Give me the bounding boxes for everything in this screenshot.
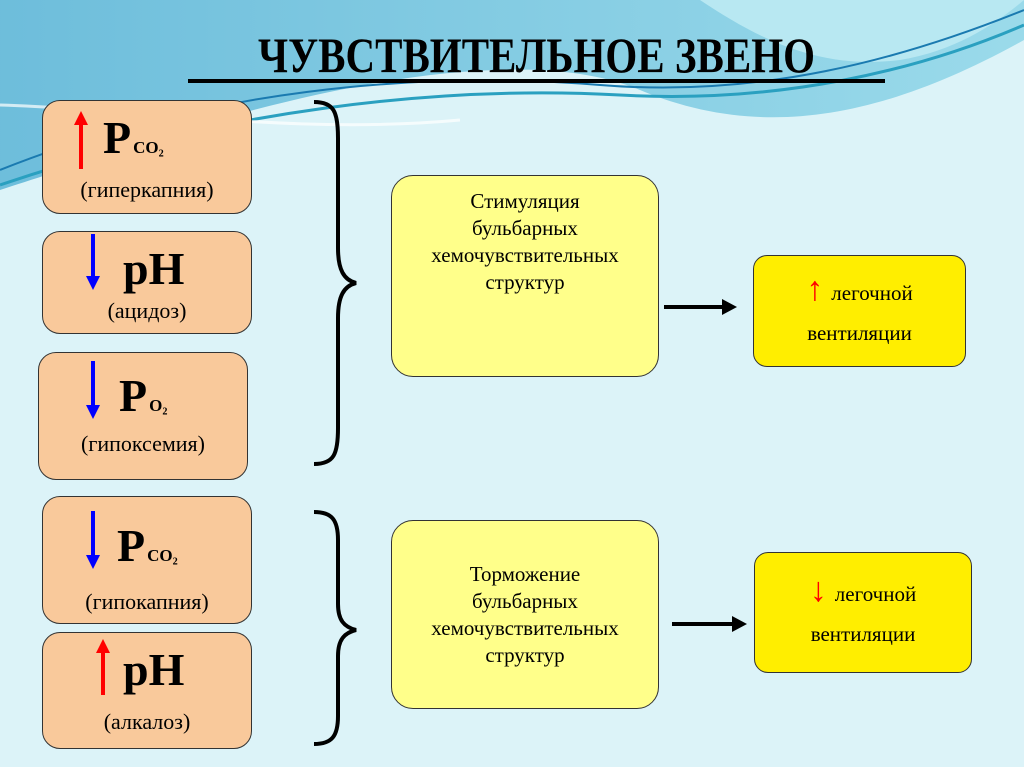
stimulus-note: (гипоксемия)	[81, 431, 205, 456]
down-arrow-icon	[86, 361, 100, 419]
down-arrow-icon: ↓	[809, 572, 827, 609]
right-arrow-icon	[672, 616, 747, 632]
center-text-line: бульбарных	[472, 216, 578, 240]
center-text-line: Стимуляция	[470, 189, 580, 213]
stimulus-note: (гипокапния)	[85, 589, 209, 614]
stimulus-box-ph-low: pH (ацидоз)	[42, 231, 252, 334]
page-title: ЧУВСТВИТЕЛЬНОЕ ЗВЕНО	[257, 27, 816, 83]
up-arrow-icon	[74, 111, 88, 169]
stimulus-symbol: pH	[123, 243, 185, 294]
stimulation-box: Стимуляция бульбарных хемочувствительных…	[391, 175, 659, 377]
stimulus-note: (ацидоз)	[107, 298, 187, 323]
ventilation-decrease-box: ↓ легочной вентиляции	[754, 552, 972, 673]
stimulus-note: (гиперкапния)	[80, 177, 214, 202]
stimulus-symbol: pH	[123, 644, 185, 695]
right-arrow-icon	[664, 299, 737, 315]
center-text-line: структур	[485, 270, 565, 294]
right-brace-icon	[313, 100, 357, 466]
stimulus-subscript: CO₂	[147, 546, 178, 565]
up-arrow-icon: ↑	[806, 271, 824, 308]
center-text-line: структур	[485, 642, 565, 667]
stimulus-note: (алкалоз)	[103, 709, 191, 734]
center-text-line: хемочувствительных	[431, 243, 619, 267]
right-brace-icon	[313, 510, 357, 746]
stimulus-subscript: O₂	[149, 396, 168, 415]
stimulus-symbol: P	[117, 520, 146, 571]
center-text-line: бульбарных	[472, 588, 578, 613]
down-arrow-icon	[86, 234, 100, 290]
result-text-line: вентиляции	[807, 321, 912, 345]
inhibition-box: Торможение бульбарных хемочувствительных…	[391, 520, 659, 709]
title-underline	[188, 79, 885, 83]
stimulus-symbol: P	[119, 370, 148, 421]
up-arrow-icon	[96, 639, 110, 695]
ventilation-increase-box: ↑ легочной вентиляции	[753, 255, 966, 367]
stimulus-box-ph-high: pH (алкалоз)	[42, 632, 252, 749]
result-text-line: легочной	[834, 582, 917, 606]
stimulus-symbol: P	[103, 112, 132, 163]
stimulus-subscript: CO₂	[133, 138, 164, 157]
down-arrow-icon	[86, 511, 100, 569]
result-text-line: вентиляции	[810, 622, 916, 646]
result-text-line: легочной	[831, 281, 913, 305]
center-text-line: хемочувствительных	[431, 615, 619, 640]
center-text-line: Торможение	[469, 561, 581, 586]
